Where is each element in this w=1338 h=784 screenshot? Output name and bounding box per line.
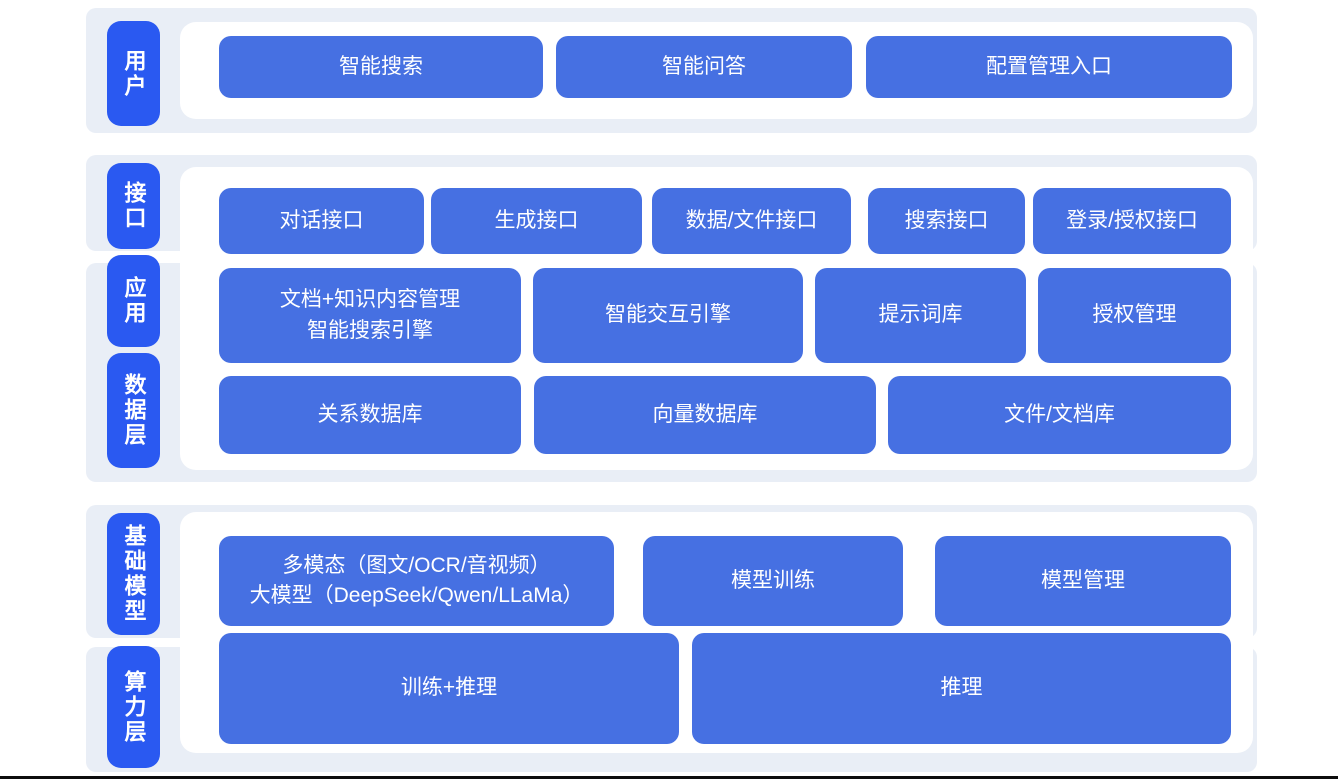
box-generation-api: 生成接口 bbox=[431, 188, 642, 254]
box-model-management: 模型管理 bbox=[935, 536, 1231, 626]
box-dialog-api: 对话接口 bbox=[219, 188, 424, 254]
bottom-divider-line bbox=[0, 776, 1338, 779]
box-inference: 推理 bbox=[692, 633, 1231, 744]
box-config-management-entry: 配置管理入口 bbox=[866, 36, 1232, 98]
box-smart-qa: 智能问答 bbox=[556, 36, 852, 98]
box-relational-db: 关系数据库 bbox=[219, 376, 521, 454]
box-prompt-library: 提示词库 bbox=[815, 268, 1026, 363]
box-training-inference: 训练+推理 bbox=[219, 633, 679, 744]
layer-label-data: 数据层 bbox=[107, 353, 160, 468]
box-smart-search: 智能搜索 bbox=[219, 36, 543, 98]
box-smart-interaction-engine: 智能交互引擎 bbox=[533, 268, 803, 363]
layer-label-user: 用户 bbox=[107, 21, 160, 126]
layer-label-compute: 算力层 bbox=[107, 646, 160, 768]
box-model-training: 模型训练 bbox=[643, 536, 903, 626]
layer-label-foundation-model: 基础模型 bbox=[107, 513, 160, 635]
box-data-file-api: 数据/文件接口 bbox=[652, 188, 851, 254]
box-multimodal-llm: 多模态（图文/OCR/音视频） 大模型（DeepSeek/Qwen/LLaMa） bbox=[219, 536, 614, 626]
layer-label-interface: 接口 bbox=[107, 163, 160, 249]
box-doc-knowledge-search-engine: 文档+知识内容管理 智能搜索引擎 bbox=[219, 268, 521, 363]
box-vector-db: 向量数据库 bbox=[534, 376, 876, 454]
box-file-doc-store: 文件/文档库 bbox=[888, 376, 1231, 454]
box-auth-management: 授权管理 bbox=[1038, 268, 1231, 363]
box-search-api: 搜索接口 bbox=[868, 188, 1025, 254]
layer-label-application: 应用 bbox=[107, 255, 160, 347]
box-login-auth-api: 登录/授权接口 bbox=[1033, 188, 1231, 254]
